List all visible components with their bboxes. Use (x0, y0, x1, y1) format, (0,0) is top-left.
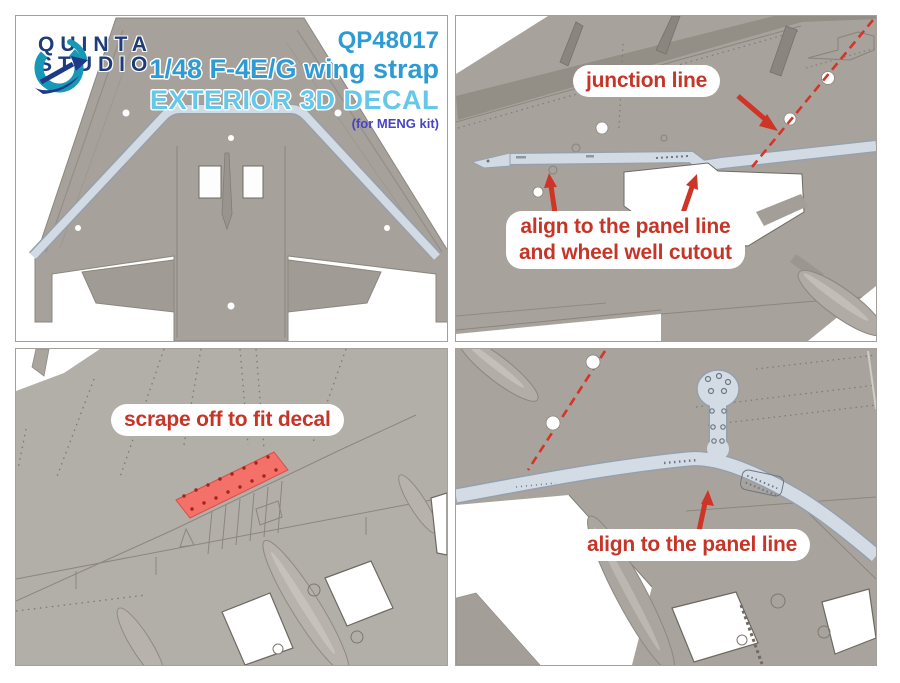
brand-line1: QUINTA (38, 33, 153, 56)
strap-alignment-photo-panel: junction line align to the panel line an… (455, 15, 877, 342)
junction-line-text: junction line (586, 69, 708, 92)
wing-surface (16, 349, 447, 665)
wing-assembly (28, 17, 447, 341)
junction-line-label: junction line (573, 65, 721, 97)
scrape-area-photo-panel: scrape off to fit decal (15, 348, 448, 666)
product-subtitle: EXTERIOR 3D DECAL (149, 85, 439, 115)
overview-photo-panel: QUINTA STUDIO QP48017 1/48 F-4E/G wing s… (15, 15, 448, 342)
wing-strap-decal (28, 103, 442, 261)
align-panel-text: align to the panel line (587, 533, 798, 556)
brand-logo: QUINTA STUDIO (29, 33, 153, 94)
product-titles: QP48017 1/48 F-4E/G wing strap EXTERIOR … (149, 28, 439, 132)
wing-junction-photo (456, 349, 876, 665)
product-code: QP48017 (337, 27, 439, 54)
align-panel-wheel-line1: align to the panel line (520, 215, 731, 238)
wing-surface-photo (16, 349, 447, 665)
annotation-arrow (696, 490, 714, 532)
annotation-arrows (544, 94, 778, 214)
product-title: 1/48 F-4E/G wing strap (149, 54, 439, 84)
scrape-off-label: scrape off to fit decal (111, 404, 344, 436)
scrape-strip-highlight (175, 451, 289, 519)
align-panel-wheel-line2: and wheel well cutout (519, 241, 732, 264)
align-panel-label: align to the panel line (574, 529, 811, 561)
junction-dashed-line-2 (526, 350, 607, 471)
scrape-off-text: scrape off to fit decal (124, 408, 331, 431)
strap-junction-photo-panel: align to the panel line (455, 348, 877, 666)
wing-assembly-photo (28, 17, 447, 341)
align-panel-wheel-label: align to the panel line and wheel well c… (506, 211, 745, 269)
strap-decal-junction (456, 369, 876, 563)
junction-dashed-line (750, 19, 875, 168)
wing-junction (456, 349, 876, 665)
kit-note: (for MENG kit) (351, 116, 439, 131)
quinta-q-icon (34, 39, 88, 94)
